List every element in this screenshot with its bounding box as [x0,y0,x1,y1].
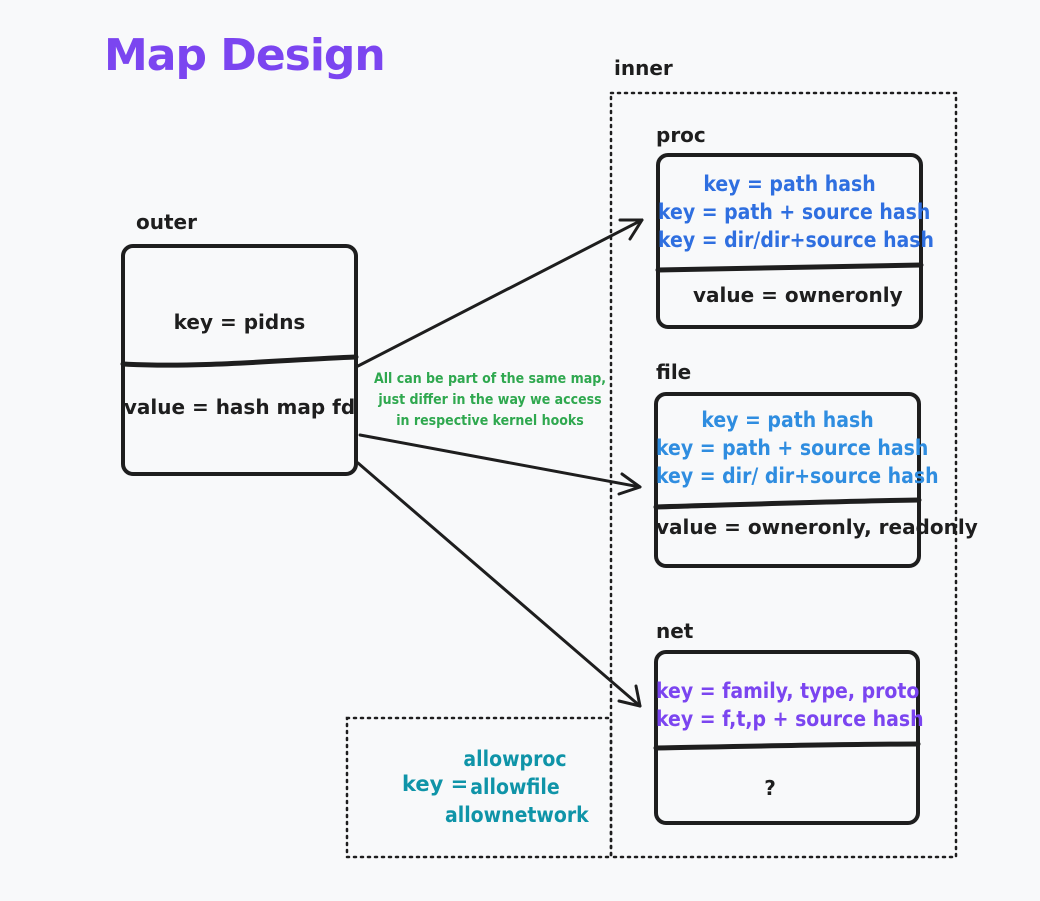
net-keys: key = family, type, proto key = f,t,p + … [656,677,924,733]
net-label: net [656,619,694,643]
outer-box [121,244,358,476]
note-text: All can be part of the same map, just di… [360,369,620,432]
file-value: value = owneronly, readonly [656,515,978,539]
arrow-to-proc-head [618,218,644,241]
net-key-line: key = family, type, proto [656,679,920,703]
arrow-to-file-head [617,472,642,496]
inner-container [609,91,958,859]
net-key-line: key = f,t,p + source hash [656,707,924,731]
note-line: in respective kernel hooks [396,413,584,429]
allow-key-label: key = [402,772,469,796]
proc-key-line: key = dir/dir+source hash [658,228,934,252]
allow-value-line: allownetwork [445,803,589,827]
file-box [654,392,921,568]
arrow-to-file [358,433,642,489]
file-key-line: key = dir/ dir+source hash [656,464,939,488]
file-divider [653,497,922,510]
proc-value: value = owneronly [693,283,903,307]
net-divider [653,741,921,751]
proc-divider [655,262,924,273]
allow-container [345,716,613,859]
arrow-to-proc [356,218,644,368]
note-line: just differ in the way we access [378,392,602,408]
inner-label: inner [614,56,673,80]
file-label: file [656,360,692,384]
outer-value: value = hash map fd [123,395,356,419]
file-keys: key = path hash key = path + source hash… [656,406,939,490]
outer-key: key = pidns [173,310,306,334]
proc-label: proc [656,123,706,147]
allow-value-line: allowproc [463,747,567,771]
proc-key-line: key = path + source hash [658,200,931,224]
file-key-line: key = path + source hash [656,436,929,460]
outer-divider [120,354,359,368]
proc-key-line: key = path hash [703,172,876,196]
file-key-line: key = path hash [701,408,874,432]
note-line: All can be part of the same map, [373,371,607,387]
outer-label: outer [136,210,197,234]
arrow-to-net-head [617,684,642,708]
proc-keys: key = path hash key = path + source hash… [658,170,934,254]
net-box [654,650,920,825]
proc-box [656,153,923,329]
page-title: Map Design [104,30,386,81]
net-value: ? [764,776,776,800]
allow-values: allowproc allowfile allownetwork [445,745,589,829]
allow-value-line: allowfile [470,775,560,799]
arrow-to-net [356,461,642,708]
